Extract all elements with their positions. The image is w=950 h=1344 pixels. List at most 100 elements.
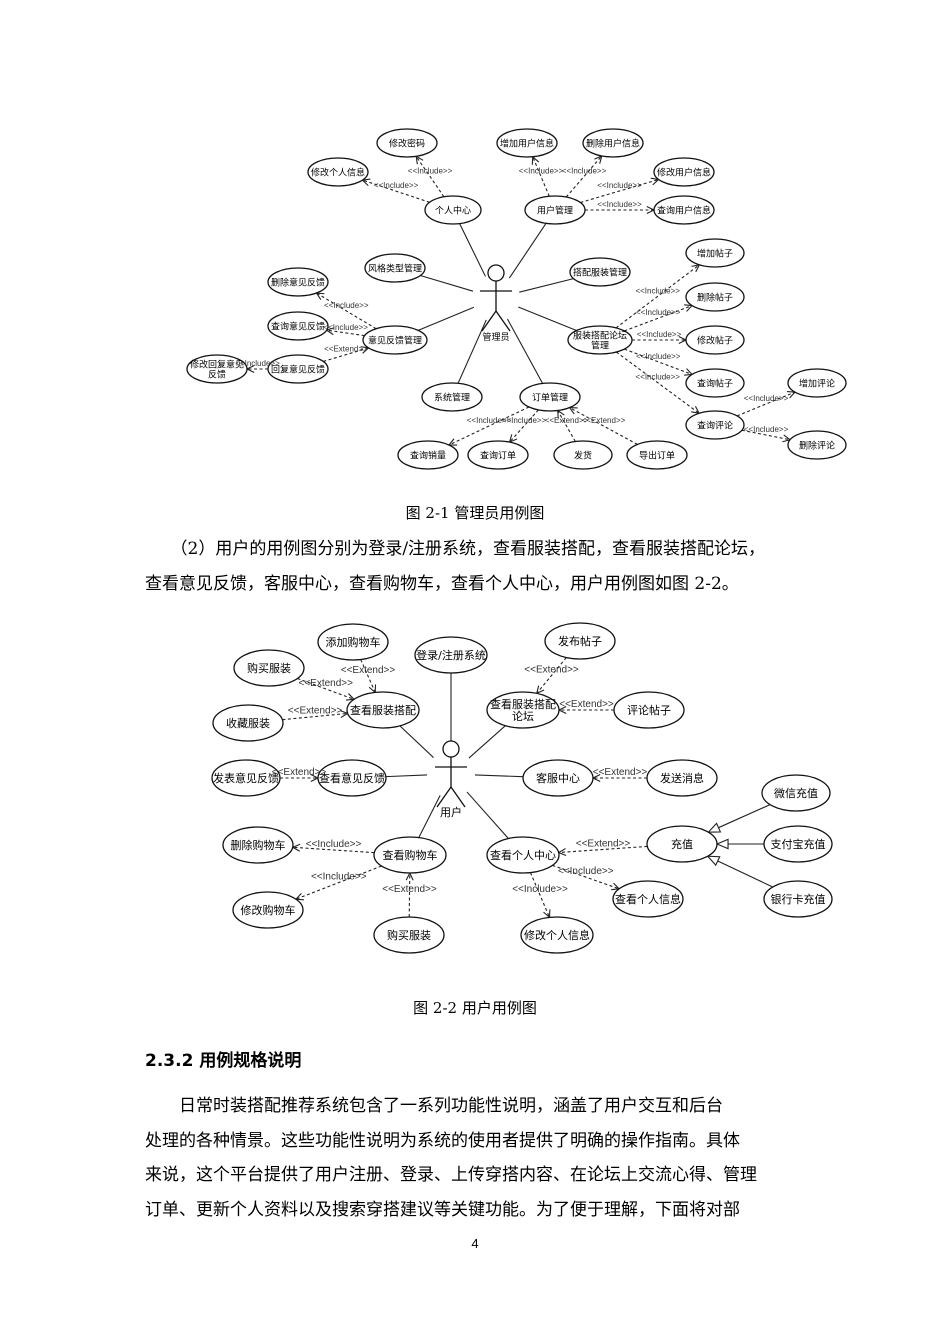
actor-head bbox=[487, 264, 505, 282]
use-case-qrypost: 查询帖子 bbox=[685, 368, 745, 398]
edge-line bbox=[360, 659, 376, 693]
dependency-edge bbox=[405, 871, 414, 918]
stereotype-label: <<Include>> bbox=[636, 308, 681, 317]
actor-leg bbox=[495, 310, 511, 332]
use-case-ellipse bbox=[212, 704, 284, 742]
actor-leg bbox=[481, 310, 497, 332]
use-case-ellipse bbox=[317, 759, 387, 797]
edge-line bbox=[558, 845, 648, 854]
use-case-label: 发布帖子 bbox=[558, 634, 602, 648]
paragraph-line: 处理的各种情景。这些功能性说明为系统的使用者提供了明确的操作指南。具体 bbox=[145, 1130, 740, 1151]
use-case-label: 查询帖子 bbox=[697, 377, 733, 389]
use-case-ellipse bbox=[364, 253, 426, 283]
use-case-ellipse bbox=[544, 622, 616, 660]
use-case-label: 删除评论 bbox=[799, 439, 835, 451]
hollow-triangle-arrowhead bbox=[706, 855, 721, 867]
use-case-delcmt: 删除评论 bbox=[787, 430, 847, 460]
use-case-ellipse bbox=[763, 880, 833, 918]
actor-stick-figure: 管理员 bbox=[480, 264, 512, 343]
stereotype-label: <<Include>> bbox=[562, 167, 607, 176]
figure-2-caption: 图 2-2 用户用例图 bbox=[413, 999, 537, 1017]
use-case-label: 查询订单 bbox=[480, 449, 516, 461]
hollow-triangle-arrowhead bbox=[715, 838, 729, 850]
use-case-ellipse bbox=[267, 311, 329, 341]
use-case-addcmt: 增加评论 bbox=[787, 368, 847, 398]
use-case-viewcart: 查看购物车 bbox=[373, 836, 447, 874]
actor-stick-figure: 用户 bbox=[435, 740, 467, 819]
stereotype-label: <<Extend>> bbox=[298, 678, 353, 689]
edge-line bbox=[408, 872, 411, 918]
figure-1-caption: 图 2-1 管理员用例图 bbox=[405, 504, 545, 522]
stereotype-label: <<Extend>> bbox=[272, 767, 327, 778]
use-case-qryfb: 查询意见反馈 bbox=[267, 311, 329, 341]
use-case-ellipse bbox=[346, 691, 420, 729]
use-case-ellipse bbox=[496, 128, 558, 158]
edge-line bbox=[536, 657, 567, 694]
stereotype-label: <<Include>> bbox=[323, 323, 368, 332]
use-case-ellipse bbox=[653, 157, 715, 187]
use-case-buy2: 购买服装 bbox=[373, 916, 445, 954]
figure1-diagram: 修改密码修改个人信息个人中心增加用户信息删除用户信息修改用户信息查询用户信息用户… bbox=[186, 128, 847, 470]
use-case-sales: 查询销量 bbox=[397, 440, 459, 470]
dependency-edge bbox=[415, 155, 445, 198]
association-edge bbox=[474, 774, 524, 778]
edge-line bbox=[399, 725, 434, 758]
edge-line bbox=[326, 329, 365, 337]
use-case-ellipse bbox=[553, 440, 613, 470]
use-case-export: 导出订单 bbox=[626, 440, 688, 470]
actor-label: 用户 bbox=[440, 805, 462, 819]
use-case-label: 修改帖子 bbox=[697, 334, 733, 346]
stereotype-label: <<Include>> bbox=[597, 200, 642, 209]
dependency-edge bbox=[529, 872, 551, 919]
edge-line bbox=[420, 274, 474, 292]
use-case-label: 修改购物车 bbox=[241, 903, 296, 917]
use-case-deluser: 删除用户信息 bbox=[582, 128, 644, 158]
use-case-ellipse bbox=[685, 410, 745, 440]
stereotype-label: <<Include>> bbox=[324, 301, 369, 310]
edge-layer bbox=[280, 657, 773, 919]
use-case-label: 个人中心 bbox=[435, 204, 471, 216]
use-case-ellipse bbox=[524, 195, 586, 225]
use-case-ellipse bbox=[646, 759, 718, 797]
generalization-edge bbox=[706, 855, 773, 888]
edge-line bbox=[466, 791, 509, 839]
edge-line bbox=[468, 725, 506, 759]
stereotype-label: <<Include>> bbox=[512, 884, 568, 895]
stereotype-label-layer: <<Include>> <<Include>> <<Include>> <<Inclu… bbox=[235, 167, 788, 435]
open-arrowhead bbox=[415, 155, 424, 165]
stereotype-label: <<Include>> bbox=[408, 167, 453, 176]
use-case-usermgr: 用户管理 bbox=[524, 195, 586, 225]
use-case-ellipse bbox=[486, 836, 560, 874]
use-case-label: 查询评论 bbox=[697, 419, 733, 431]
use-case-qryuser: 查询用户信息 bbox=[653, 195, 715, 225]
stereotype-label: <<Include>> bbox=[636, 352, 681, 361]
figure2-diagram: 添加购物车登录/注册系统发布帖子购买服装查看服装搭配查看服装搭配论坛评论帖子收藏… bbox=[211, 622, 833, 954]
generalization-edge bbox=[715, 838, 764, 850]
use-case-label: 登录/注册系统 bbox=[416, 648, 486, 662]
section-heading: 2.3.2 用例规格说明 bbox=[145, 1051, 302, 1071]
use-case-label: 修改用户信息 bbox=[657, 166, 711, 178]
use-case-label: 微信充值 bbox=[774, 786, 818, 800]
use-case-label: 查看个人信息 bbox=[615, 892, 681, 906]
use-case-alipay: 支付宝充值 bbox=[763, 825, 833, 863]
open-arrowhead bbox=[346, 693, 356, 701]
use-case-bank: 银行卡充值 bbox=[763, 880, 833, 918]
section-paragraph: 日常时装搭配推荐系统包含了一系列功能性说明，涵盖了用户交互和后台 处理的各种情景… bbox=[145, 1089, 805, 1227]
use-case-viewcenter: 查看个人中心 bbox=[486, 836, 560, 874]
use-case-ellipse bbox=[267, 354, 329, 384]
use-case-label: 发货 bbox=[574, 449, 592, 461]
use-case-service: 客服中心 bbox=[522, 759, 594, 797]
association-edge bbox=[457, 319, 487, 384]
association-edge bbox=[468, 725, 506, 759]
use-case-ellipse bbox=[421, 382, 483, 412]
use-case-label: 删除意见反馈 bbox=[271, 276, 325, 288]
use-case-label: 增加评论 bbox=[799, 377, 835, 389]
use-case-label: 查询销量 bbox=[410, 449, 446, 461]
edge-line bbox=[415, 156, 445, 198]
stereotype-label: <<Include>> bbox=[502, 416, 547, 425]
stereotype-label: <<Include>> bbox=[235, 359, 280, 368]
use-case-ellipse bbox=[653, 195, 715, 225]
use-case-sys: 系统管理 bbox=[421, 382, 483, 412]
use-case-ellipse bbox=[233, 649, 305, 687]
